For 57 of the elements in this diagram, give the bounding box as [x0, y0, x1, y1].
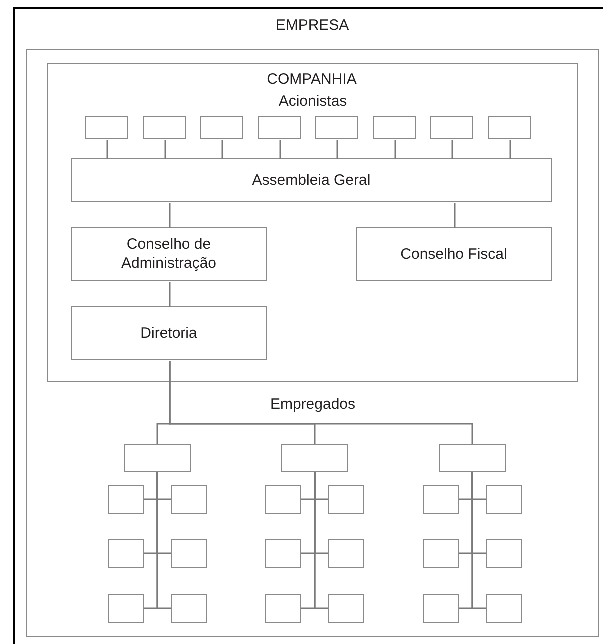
empty-box	[422, 538, 458, 568]
empty-box	[108, 484, 144, 514]
empty-box	[170, 594, 206, 622]
connector-line	[222, 140, 224, 159]
group-heading: COMPANHIA	[266, 70, 358, 88]
empty-box	[170, 484, 206, 514]
connector-line	[106, 140, 108, 159]
connector-line	[510, 140, 512, 159]
group-box	[46, 62, 578, 382]
empty-box	[143, 116, 186, 139]
empty-box	[315, 116, 358, 139]
empty-box	[486, 484, 522, 514]
empty-box	[281, 444, 348, 472]
connector-line	[472, 472, 486, 610]
empty-box	[328, 594, 364, 622]
box-label: Diretoria	[140, 324, 198, 342]
org-box	[356, 227, 552, 281]
box-label: Assembleia Geral	[252, 170, 371, 190]
connector-line	[164, 140, 166, 159]
empty-box	[108, 594, 144, 622]
empty-box	[438, 444, 506, 472]
empty-box	[422, 484, 458, 514]
empty-box	[200, 116, 243, 139]
empty-box	[265, 538, 301, 568]
connector-line	[314, 472, 328, 610]
connector-line	[280, 140, 282, 159]
connector-line	[336, 140, 338, 159]
org-box	[71, 306, 267, 360]
empty-box	[328, 538, 364, 568]
empty-box	[124, 444, 190, 472]
empty-box	[486, 594, 522, 622]
connector-line	[169, 282, 171, 307]
empty-box	[488, 116, 531, 139]
connector-line	[169, 203, 171, 228]
empty-box	[170, 538, 206, 568]
connector-line	[394, 140, 396, 159]
group-heading: EMPRESA	[274, 16, 350, 35]
empty-box	[265, 484, 301, 514]
empty-box	[108, 538, 144, 568]
empty-box	[373, 116, 416, 139]
org-box	[71, 158, 552, 202]
empty-box	[85, 116, 128, 139]
org-box	[71, 227, 267, 281]
empty-box	[430, 116, 473, 139]
empty-box	[328, 484, 364, 514]
empty-box	[265, 594, 301, 622]
box-label: Conselho Fiscal	[400, 244, 508, 264]
connector-line	[452, 140, 454, 159]
empty-box	[258, 116, 301, 139]
connector-line	[454, 203, 456, 228]
connector-line	[156, 472, 171, 610]
empty-box	[486, 538, 522, 568]
section-label: Empregados	[270, 395, 356, 414]
section-label: Acionistas	[278, 92, 348, 111]
empty-box	[422, 594, 458, 622]
box-label: Conselho de Administração	[120, 235, 218, 273]
connector-line	[169, 361, 474, 444]
